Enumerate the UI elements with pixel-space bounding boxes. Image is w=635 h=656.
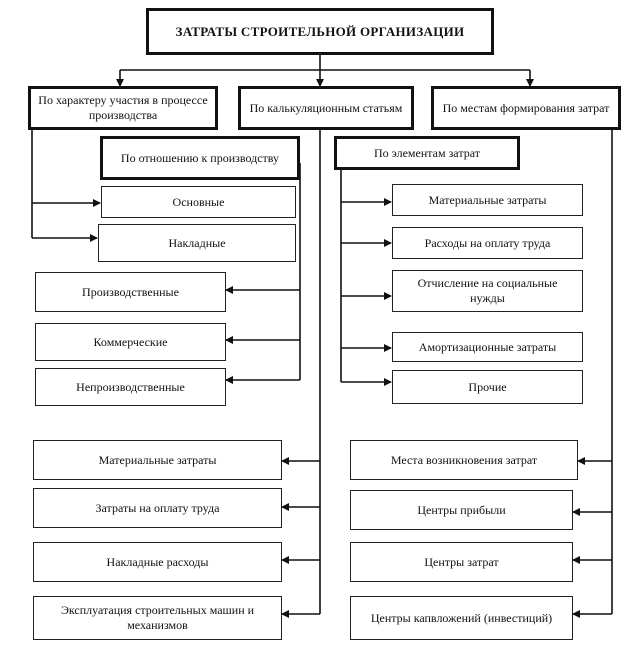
participation-item-main: Основные (101, 186, 296, 218)
participation-item-overhead-label: Накладные (168, 235, 226, 250)
cost-element-labor: Расходы на оплату труда (392, 227, 583, 259)
cost-element-social-label: Отчисление на социальные нужды (417, 276, 558, 305)
category-participation: По характеру участия в процессе производ… (28, 86, 218, 130)
category-production-relation-label: По отношению к производству (120, 150, 280, 165)
calculation-item-material: Материальные затраты (33, 440, 282, 480)
calculation-item-machinery-label: Эксплуатация строительных машин и механи… (60, 603, 255, 632)
formation-item-investment-centers: Центры капвложений (инвестиций) (350, 596, 573, 640)
production-item-production-label: Производственные (82, 284, 179, 299)
production-item-commercial-label: Коммерческие (93, 334, 168, 349)
cost-element-other: Прочие (392, 370, 583, 404)
calculation-item-overhead: Накладные расходы (33, 542, 282, 582)
calculation-item-labor-label: Затраты на оплату труда (95, 500, 220, 515)
cost-element-labor-label: Расходы на оплату труда (424, 235, 551, 250)
participation-item-main-label: Основные (172, 194, 225, 209)
category-calculation: По калькуляционным статьям (238, 86, 414, 130)
diagram-title-text: ЗАТРАТЫ СТРОИТЕЛЬНОЙ ОРГАНИЗАЦИИ (175, 24, 465, 39)
cost-element-material: Материальные затраты (392, 184, 583, 216)
formation-item-cost-centers: Центры затрат (350, 542, 573, 582)
calculation-item-machinery: Эксплуатация строительных машин и механи… (33, 596, 282, 640)
category-calculation-label: По калькуляционным статьям (249, 100, 403, 115)
category-production-relation: По отношению к производству (100, 136, 300, 180)
cost-element-other-label: Прочие (468, 379, 507, 394)
production-item-commercial: Коммерческие (35, 323, 226, 361)
calculation-item-labor: Затраты на оплату труда (33, 488, 282, 528)
category-cost-elements-label: По элементам затрат (374, 145, 480, 160)
cost-element-material-label: Материальные затраты (428, 192, 547, 207)
formation-item-origin: Места возникновения затрат (350, 440, 578, 480)
calculation-item-material-label: Материальные затраты (98, 452, 217, 467)
production-item-nonproduction-label: Непроизводственные (76, 379, 185, 394)
production-item-production: Производственные (35, 272, 226, 312)
cost-element-social: Отчисление на социальные нужды (392, 270, 583, 312)
participation-item-overhead: Накладные (98, 224, 296, 262)
category-formation-place-label: По местам формирования затрат (442, 100, 610, 115)
category-formation-place: По местам формирования затрат (431, 86, 621, 130)
category-cost-elements: По элементам затрат (334, 136, 520, 170)
category-participation-label: По характеру участия в процессе производ… (38, 93, 208, 122)
formation-item-profit-centers: Центры прибыли (350, 490, 573, 530)
cost-element-depreciation-label: Амортизационные затраты (418, 339, 557, 354)
formation-item-cost-centers-label: Центры затрат (424, 554, 499, 569)
diagram-title: ЗАТРАТЫ СТРОИТЕЛЬНОЙ ОРГАНИЗАЦИИ (146, 8, 494, 55)
formation-item-profit-centers-label: Центры прибыли (417, 502, 506, 517)
cost-element-depreciation: Амортизационные затраты (392, 332, 583, 362)
production-item-nonproduction: Непроизводственные (35, 368, 226, 406)
calculation-item-overhead-label: Накладные расходы (106, 554, 209, 569)
formation-item-investment-centers-label: Центры капвложений (инвестиций) (370, 610, 553, 625)
formation-item-origin-label: Места возникновения затрат (390, 452, 538, 467)
